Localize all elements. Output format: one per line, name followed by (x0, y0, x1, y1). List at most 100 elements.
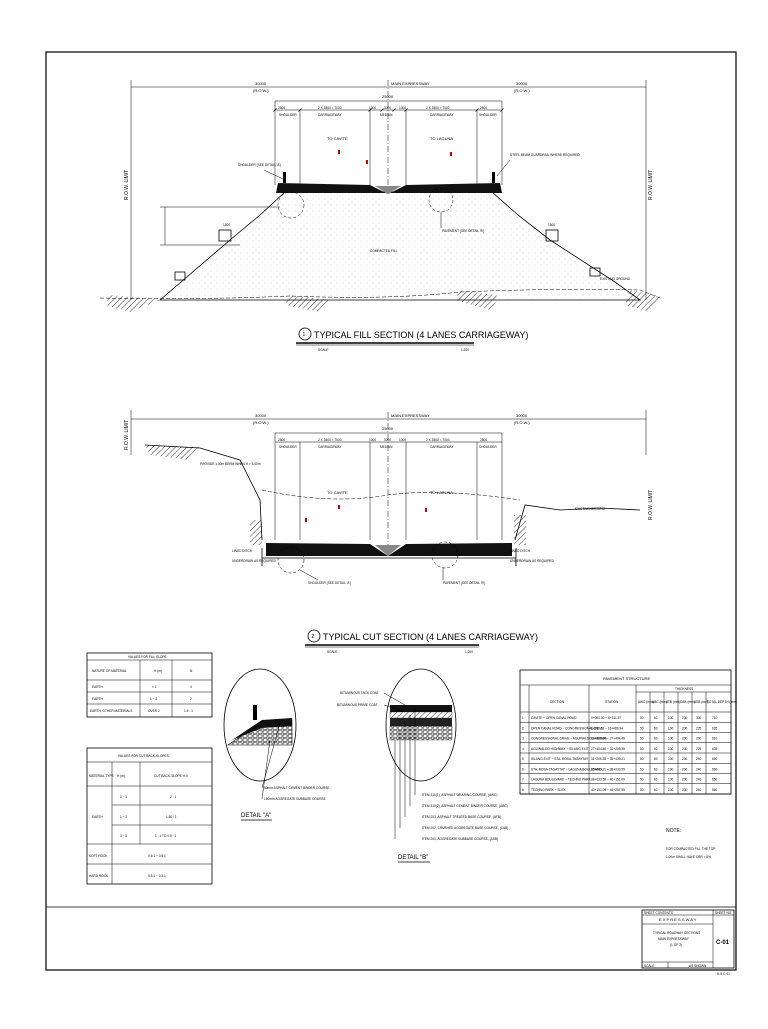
pavement-cell: 100 (668, 747, 674, 751)
pavement-structure-table: PAVEMENT STRUCTURE THICKNESS SECTION STA… (519, 669, 737, 795)
pavement-cell: 27+404.46 ~ 31+205.35 (591, 747, 625, 751)
fill-dim-2: 2 X 3500 = 7000 (318, 106, 342, 110)
pavement-cell: 650 (712, 778, 718, 782)
pavement-cell: 38+033.59 ~ 40+151.09 (591, 778, 625, 782)
fill-row-right: 30000 (516, 81, 528, 86)
detail-b-title: DETAIL "B" (398, 855, 428, 861)
fill-section-title: TYPICAL FILL SECTION (4 LANES CARRIAGEWA… (314, 330, 528, 340)
cut-row-right: 30000 (516, 413, 528, 418)
cut-section: 30000 (R.O.W.) 30000 (R.O.W.) MAIN EXPRE… (124, 410, 654, 654)
pavement-header-cab: CAB (mm) (680, 700, 695, 704)
pavement-cell: 240 (696, 757, 702, 761)
fill-table-header-n: N (190, 669, 193, 673)
pavement-cell: 50 (640, 767, 644, 771)
note-line-1: FOR COMPACTED FILL THE TOP (666, 847, 715, 851)
cut-underdrain-left: UNDERDRAIN AS REQUIRED (232, 559, 277, 563)
title-line-1: TYPICAL ROADWAY SECTIONS (653, 931, 700, 935)
pavement-cell: 100 (668, 726, 674, 730)
cut-slope-table: VALUES FOR CUT BACK-SLOPES MATERIAL TYPE… (86, 747, 213, 885)
detail-b-note-1: ITEM 310(1), ASPHALT WEARING COURSE, (AW… (422, 793, 497, 797)
pavement-cell: 200 (682, 716, 688, 720)
title-line-3: (1 OF 3) (670, 943, 682, 947)
pavement-header-asb: ASB (mm) (694, 700, 709, 704)
pavement-cell: 200 (682, 726, 688, 730)
fill-row-limit-right: R.O.W. LIMIT (648, 170, 654, 200)
fill-table-title: VALUES FOR FILL SLOPE (128, 655, 167, 659)
fill-detail-a-callout (277, 191, 305, 219)
cut-table-cell: 0.5:1 ~ 0.3:1 (148, 874, 166, 878)
cut-to-cavite: TO CAVITE (327, 490, 348, 495)
fill-table-header-material: NATURE OF MATERIAL (92, 669, 127, 673)
fill-table-cell: EARTH (92, 697, 103, 701)
pavement-cell: 240 (696, 788, 702, 792)
dimension-tick (380, 108, 384, 112)
pavement-cell: 100 (668, 716, 674, 720)
pavement-cell: STA. ROSA-TAGAYTAY ~ LAGUNA BOULEVARD (531, 767, 602, 771)
cut-dim-7: 2500 (480, 438, 487, 442)
cut-row-limit-right: R.O.W. LIMIT (648, 490, 654, 520)
cut-row-left-sub: (R.O.W.) (253, 420, 269, 425)
cut-pavement-note: PAVEMENT (SEE DETAIL 'B') (443, 581, 485, 585)
cut-dim-5: 1000 (399, 438, 406, 442)
cut-table-cell: HARD ROCK (89, 874, 109, 878)
fill-table-cell: EARTH, OTHER MATERIALS (90, 709, 132, 713)
cut-table-cell: 0.5:1 ~ 0.5:1 (148, 854, 166, 858)
fill-guardrail-note: STEEL BEAM GUARDRAIL WHERE REQUIRED (510, 153, 580, 157)
pavement-cell: 16+489.94 ~ 27+404.46 (591, 737, 625, 741)
detail-a-note-1: 50mm ASPHALT CEMENT BINDER COURSE (264, 786, 330, 790)
cut-table-cell: 0 ~ 1 (120, 795, 127, 799)
fill-row-right-sub: (R.O.W.) (514, 88, 530, 93)
fill-detail-b-callout (428, 187, 454, 213)
pavement-cell: 200 (682, 747, 688, 751)
compacted-fill-body (158, 191, 642, 301)
pavement-thickness-label: THICKNESS (675, 687, 693, 691)
title-block: SHEET CONTENTS SHEET NO. E X P R E S S W… (641, 909, 735, 976)
detail-a-title: DETAIL "A" (241, 813, 271, 819)
cut-lined-ditch-right: LINED DITCH (510, 549, 531, 553)
title-sheet-contents-label: SHEET CONTENTS (644, 911, 673, 915)
pavement-header-atb: ATB (mm) (666, 700, 680, 704)
fill-existing-ground-label: EXISTING GROUND (600, 277, 631, 281)
pavement-cell: SILANG EXIT ~ STA. ROSA-TAGAYTAY (531, 757, 589, 761)
pavement-cell: 50 (640, 788, 644, 792)
cut-median: MEDIAN (380, 445, 393, 449)
fill-section-number: 1 (303, 332, 306, 338)
pavement-cell: 3 (522, 737, 524, 741)
fill-median: MEDIAN (380, 113, 393, 117)
detail-b-top-note-1: BITUMINOUS TACK COAT (340, 691, 379, 695)
fill-main-label: MAIN EXPRESSWAY (391, 81, 430, 86)
detail-b-top-note-2: BITUMINOUS PRIME COAT (337, 703, 378, 707)
cut-table-header-h: H (m) (117, 774, 125, 778)
pavement-header-section: SECTION (550, 700, 565, 704)
fill-shoulder-note: SHOULDER (SEE DETAIL 'A') (238, 163, 281, 167)
detail-b-note-3: ITEM 203, ASPHALT TREATED BASE COURSE, (… (422, 815, 501, 819)
cut-carriageway-left: CARRIAGEWAY (318, 445, 342, 449)
cut-dim-6: 2 X 3500 = 7000 (426, 438, 450, 442)
fill-slope-table: VALUES FOR FILL SLOPE NATURE OF MATERIAL… (86, 652, 213, 718)
pavement-header-abc: ABC (mm) (652, 700, 667, 704)
cut-table-cell: SOFT ROCK (89, 854, 108, 858)
fill-table-cell: 2 (190, 697, 192, 701)
pavement-cell: 100 (668, 737, 674, 741)
pavement-cell: 650 (712, 757, 718, 761)
fill-shoulder-left: SHOULDER (279, 113, 297, 117)
cut-scale-value: 1:200 (465, 650, 473, 654)
fill-total-width: 25000 (382, 94, 394, 99)
pavement-cell: 200 (682, 778, 688, 782)
pavement-table-title: PAVEMENT STRUCTURE (603, 676, 650, 681)
pavement-cell: 610 (712, 737, 718, 741)
cut-shoulder-right: SHOULDER (479, 445, 497, 449)
pavement-header-station: STATION (605, 700, 619, 704)
fill-pavement (276, 183, 502, 194)
pavement-cell: AGUINALDO HIGHWAY ~ SILANG EXIT (531, 747, 589, 751)
pavement-cell: 8 (522, 788, 524, 792)
cut-table-cell: 2 : 1 (170, 795, 176, 799)
fill-title-bubble (298, 327, 312, 341)
pavement-cell: 635 (712, 747, 718, 751)
cut-table-cell: 1 : 1 TO 0.5 : 1 (155, 834, 176, 838)
title-stamp: H-5 C-01 (717, 972, 730, 976)
pavement-cell: 100 (668, 767, 674, 771)
cut-dim-2: 2 X 3500 = 7000 (318, 438, 342, 442)
cut-carriageway-right: CARRIAGEWAY (430, 445, 454, 449)
fill-table-header-h: H (m) (154, 669, 162, 673)
